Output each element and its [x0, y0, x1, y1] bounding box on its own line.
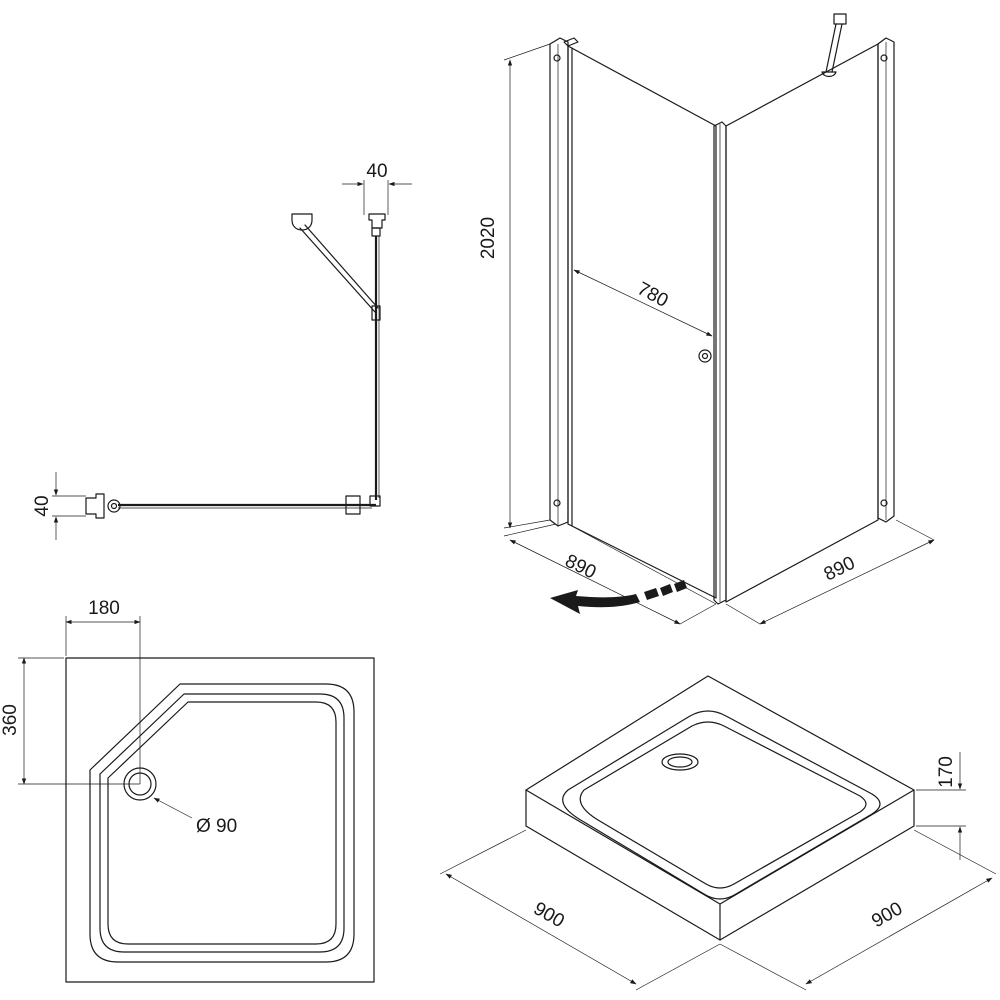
- door-opening-arrow-icon: [550, 580, 687, 614]
- enclosure-right-depth-dimension: 890: [821, 553, 859, 586]
- drain-diameter-label: Ø 90: [196, 816, 237, 837]
- plan-view: 40 40: [32, 161, 412, 540]
- drain-offset-x-dimension: 180: [88, 598, 120, 619]
- tray-top-view: 180 360 Ø 90: [0, 598, 375, 983]
- tray-3d-view: 170 900 900: [439, 675, 997, 991]
- tray-left-width-dimension: 900: [530, 898, 568, 932]
- door-width-dimension: 780: [634, 278, 672, 311]
- enclosure-3d-view: 2020 780 890: [478, 13, 935, 625]
- tray-height-dimension: 170: [936, 756, 957, 788]
- enclosure-height-dimension: 2020: [478, 217, 499, 259]
- plan-left-dimension: 40: [32, 495, 53, 516]
- drain-offset-y-dimension: 360: [0, 704, 21, 736]
- tray-right-width-dimension: 900: [868, 898, 906, 932]
- enclosure-left-depth-dimension: 890: [562, 551, 600, 584]
- plan-top-dimension: 40: [366, 161, 387, 182]
